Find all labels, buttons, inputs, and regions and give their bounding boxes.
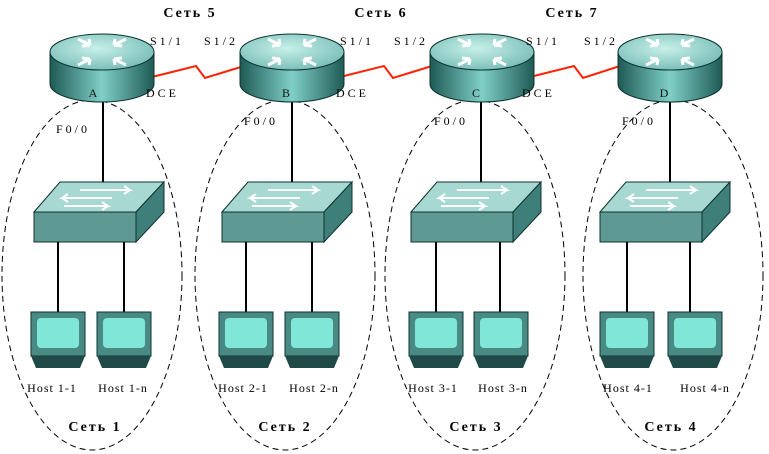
host-4-n-icon[interactable] — [667, 311, 723, 368]
host-2-1-icon[interactable] — [218, 311, 274, 368]
network-2-label: Сеть 2 — [258, 420, 311, 435]
router-c-icon[interactable] — [429, 33, 535, 103]
host-3-n-icon[interactable] — [473, 311, 529, 368]
segment-3: C S1/2 S1/1 DCE F0/0 Host 3-1 Host 3-n С… — [384, 33, 566, 451]
router-a-serial-s1-1: S1/1 — [150, 34, 184, 48]
serial-link-a-b — [147, 64, 245, 80]
network-1-label: Сеть 1 — [68, 420, 121, 435]
serial-link-b-c — [335, 64, 433, 80]
segment-2: B S1/2 S1/1 DCE F0/0 Host 2-1 Host 2-n С… — [194, 33, 376, 451]
network-4-boundary — [582, 99, 764, 451]
router-a-label: A — [89, 86, 98, 100]
router-b-serial-s1-1: S1/1 — [340, 34, 374, 48]
router-a-fa-port: F0/0 — [56, 122, 90, 136]
router-c-fa-port: F0/0 — [434, 114, 468, 128]
host-2-1-label: Host 2-1 — [218, 381, 268, 395]
router-d-label: D — [660, 86, 669, 100]
host-4-n-label: Host 4-n — [680, 381, 730, 395]
host-4-1-label: Host 4-1 — [603, 381, 653, 395]
host-2-n-label: Host 2-n — [289, 381, 339, 395]
network-3-boundary — [384, 99, 566, 451]
router-b-fa-port: F0/0 — [244, 114, 278, 128]
segment-1: A S1/1 DCE F0/0 Host 1-1 Host 1-n Сеть 1 — [1, 33, 184, 451]
network-2-boundary — [194, 99, 376, 451]
segment-4: D S1/2 F0/0 Host 4-1 Host 4-n Сеть 4 — [582, 33, 764, 451]
host-3-n-label: Host 3-n — [478, 381, 528, 395]
router-b-icon[interactable] — [239, 33, 345, 103]
router-b-label: B — [282, 86, 290, 100]
router-b-serial-s1-2: S1/2 — [204, 34, 238, 48]
switch-2-icon[interactable] — [220, 180, 354, 244]
router-c-dce-label: DCE — [522, 86, 555, 100]
host-3-1-icon[interactable] — [408, 311, 464, 368]
router-c-serial-s1-1: S1/1 — [526, 34, 560, 48]
switch-4-icon[interactable] — [598, 180, 732, 244]
switch-3-icon[interactable] — [409, 180, 543, 244]
serial-link-c-d — [525, 64, 621, 80]
host-1-1-label: Host 1-1 — [27, 381, 77, 395]
router-a-dce-label: DCE — [146, 86, 179, 100]
host-1-1-icon[interactable] — [30, 311, 86, 368]
network-1-boundary — [1, 99, 183, 451]
serial-network-7-label: Сеть 7 — [545, 6, 598, 21]
network-3-label: Сеть 3 — [449, 420, 502, 435]
router-c-serial-s1-2: S1/2 — [394, 34, 428, 48]
router-d-fa-port: F0/0 — [622, 114, 656, 128]
router-d-icon[interactable] — [617, 33, 723, 103]
host-1-n-icon[interactable] — [96, 311, 152, 368]
host-1-n-label: Host 1-n — [98, 381, 148, 395]
router-b-dce-label: DCE — [336, 86, 369, 100]
serial-network-5-label: Сеть 5 — [163, 6, 216, 21]
router-c-label: C — [472, 86, 480, 100]
host-3-1-label: Host 3-1 — [408, 381, 458, 395]
host-4-1-icon[interactable] — [599, 311, 655, 368]
host-2-n-icon[interactable] — [284, 311, 340, 368]
router-a-icon[interactable] — [49, 33, 155, 103]
router-d-serial-s1-2: S1/2 — [584, 34, 618, 48]
switch-1-icon[interactable] — [32, 180, 166, 244]
network-4-label: Сеть 4 — [644, 420, 697, 435]
serial-network-6-label: Сеть 6 — [354, 6, 407, 21]
